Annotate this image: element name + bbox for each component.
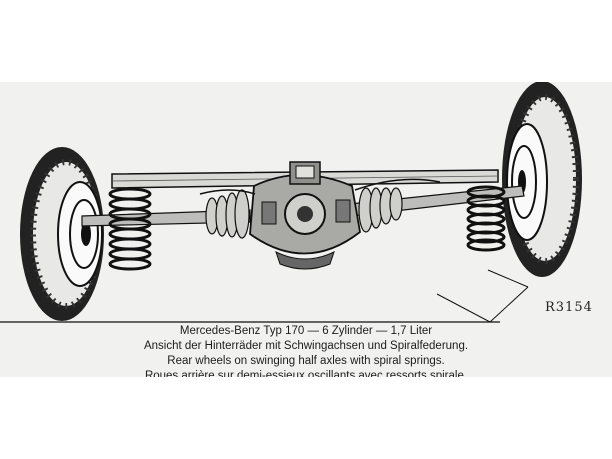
figure-caption: Mercedes-Benz Typ 170 — 6 Zylinder — 1,7… [0,324,612,377]
ground-perspective-lines [436,269,529,323]
reference-code: R3154 [545,300,593,315]
caption-line: Mercedes-Benz Typ 170 — 6 Zylinder — 1,7… [179,325,433,337]
differential-housing [249,161,361,270]
left-axle-boot [205,189,250,239]
right-wheel [502,82,582,277]
right-spiral-spring [466,185,506,252]
left-wheel [20,147,104,321]
left-spiral-spring [108,187,152,271]
caption-line: Ansicht der Hinterräder mit Schwingachse… [143,340,469,352]
rear-axle-drawing [0,82,582,323]
caption-line: Rear wheels on swinging half axles with … [167,355,445,367]
caption-line: Roues arrière sur demi-essieux oscillant… [144,370,468,377]
brake-rod [354,178,441,191]
right-axle-boot [358,187,403,233]
illustration-sheet: R3154 Mercedes-Benz Typ 170 — 6 Zylinder… [0,82,612,377]
brake-rod [199,189,256,195]
